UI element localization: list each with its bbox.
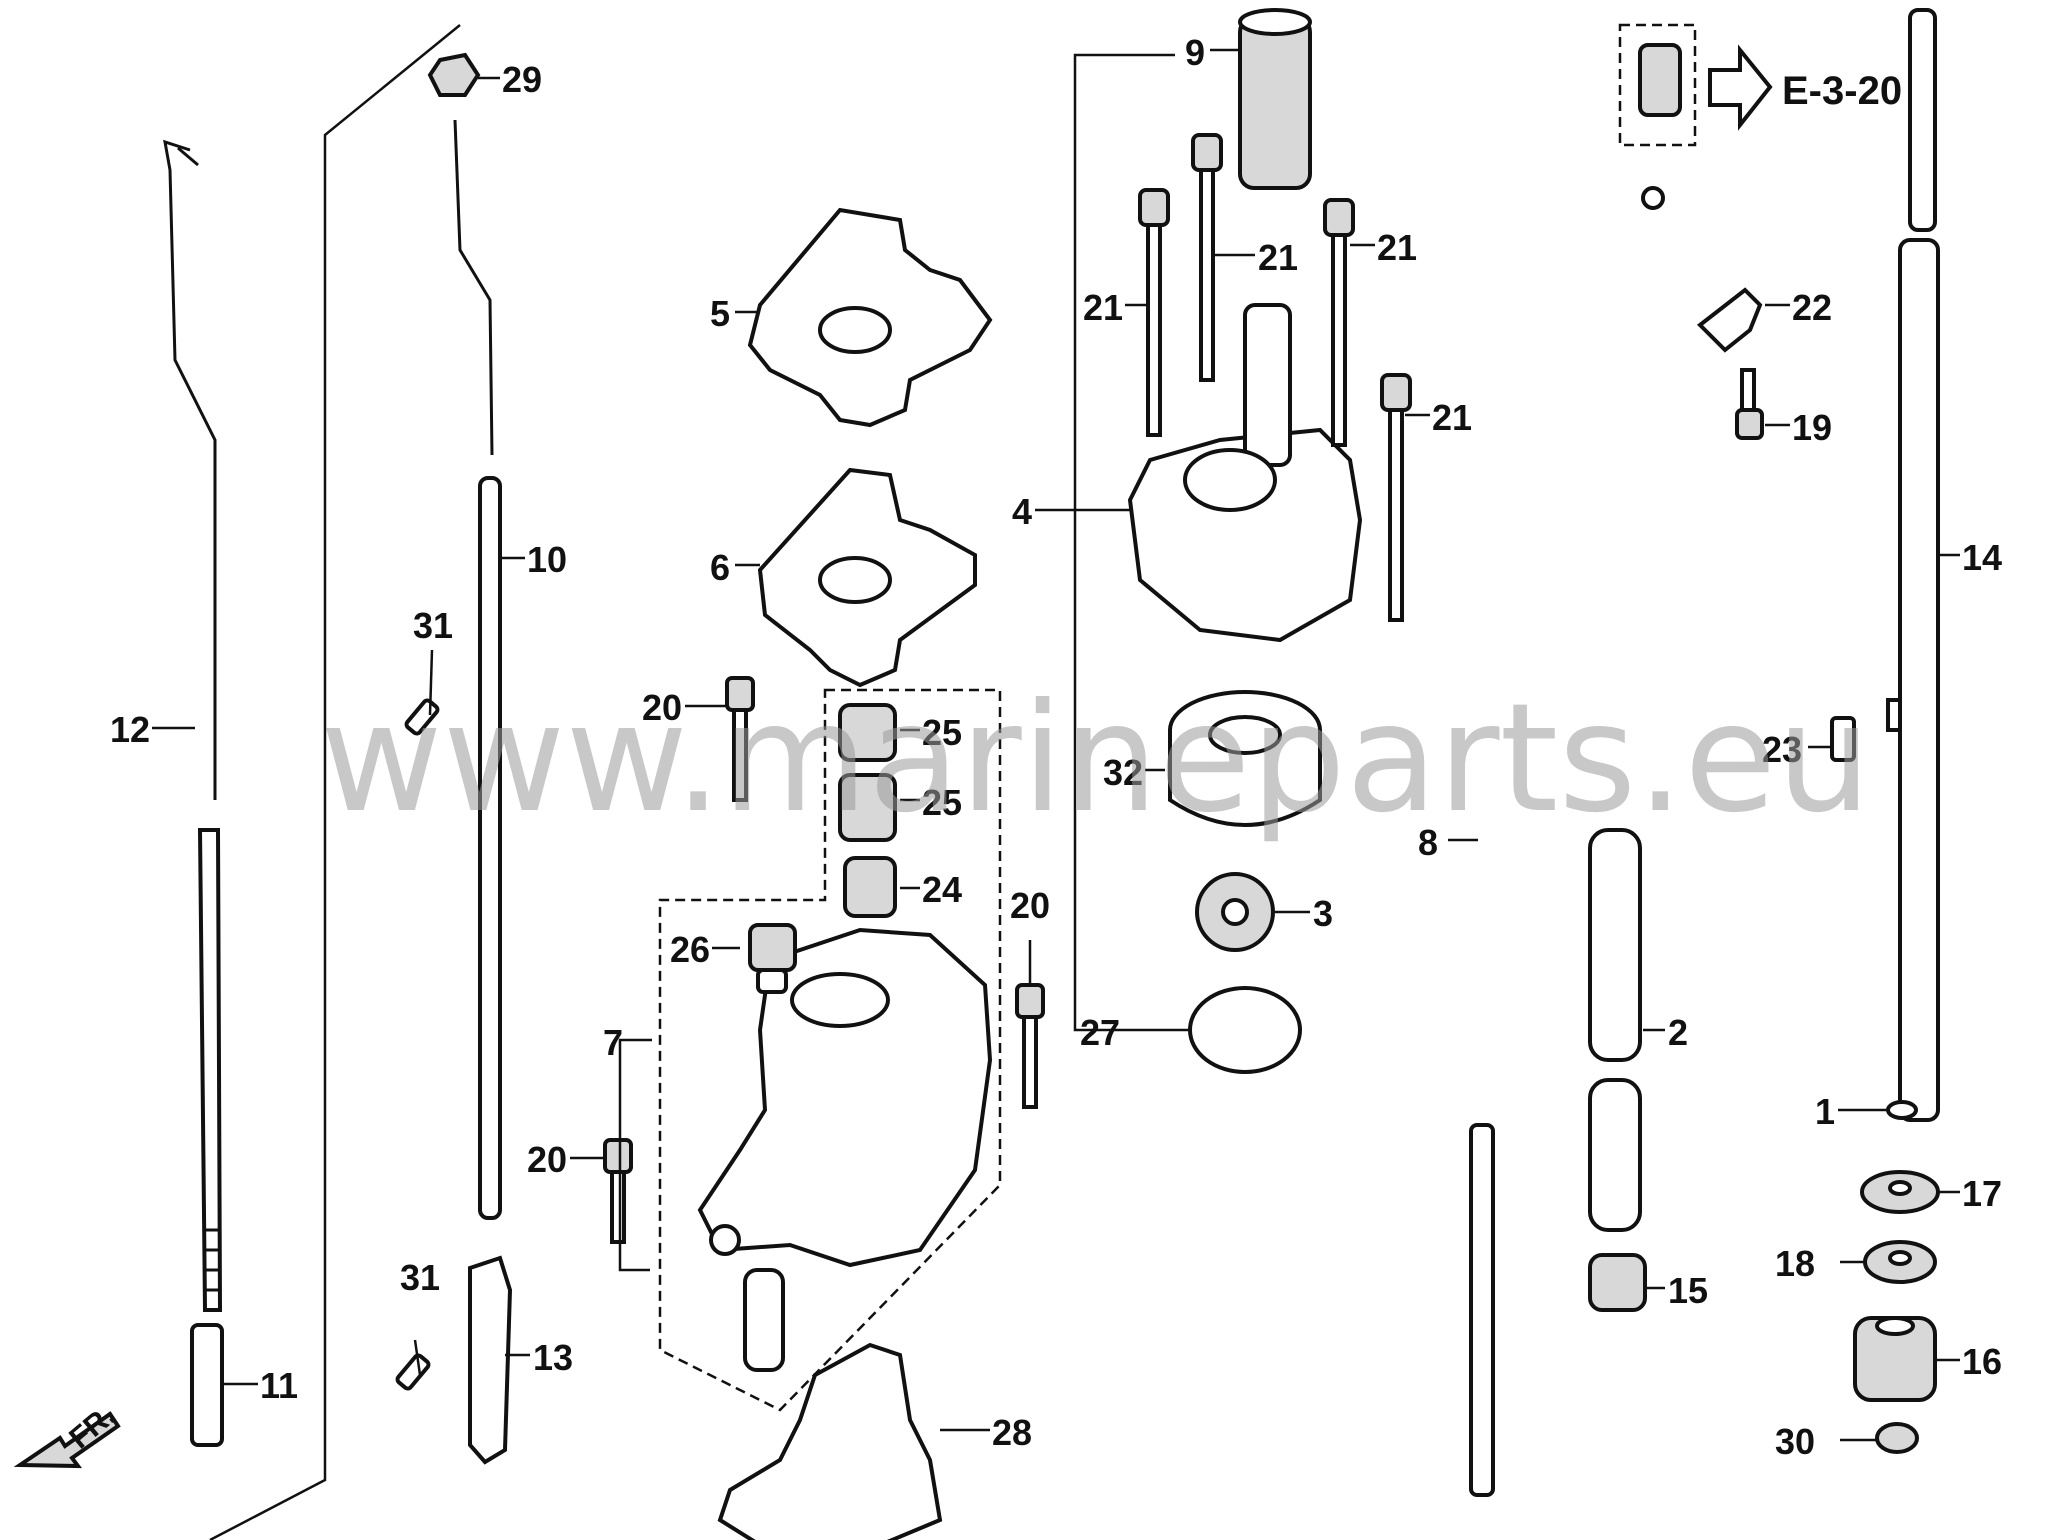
callout-3[interactable]: 3 — [1313, 893, 1333, 934]
part-7-pump-body — [697, 927, 993, 1372]
callout-31-b[interactable]: 31 — [400, 1257, 440, 1298]
group-box-pump — [658, 688, 1002, 1412]
part-25-bushing-b — [838, 773, 897, 842]
callout-8[interactable]: 8 — [1418, 822, 1438, 863]
callout-16[interactable]: 16 — [1962, 1341, 2002, 1382]
callout-11[interactable]: 11 — [260, 1365, 298, 1406]
leader-lines — [152, 48, 1960, 1442]
part-16-gear — [1853, 1316, 1937, 1402]
part-18-washer — [1863, 1240, 1937, 1284]
callout-21-c[interactable]: 21 — [1377, 227, 1417, 268]
part-31-pin-b — [395, 1353, 431, 1391]
part-14-shaft — [1886, 8, 1940, 1122]
part-11-sleeve — [190, 1323, 224, 1447]
part-2-tube — [1588, 828, 1642, 1232]
callout-17[interactable]: 17 — [1962, 1173, 2002, 1214]
callouts: 29 10 12 11 13 31 31 5 6 25 25 24 26 7 2… — [110, 32, 2002, 1462]
callout-1[interactable]: 1 — [1815, 1091, 1835, 1132]
callout-30[interactable]: 30 — [1775, 1421, 1815, 1462]
callout-18[interactable]: 18 — [1775, 1243, 1815, 1284]
callout-20-a[interactable]: 20 — [642, 687, 682, 728]
callout-2[interactable]: 2 — [1668, 1012, 1688, 1053]
callout-32[interactable]: 32 — [1103, 752, 1143, 793]
callout-20-b[interactable]: 20 — [1010, 885, 1050, 926]
part-26-gear — [748, 923, 797, 994]
callout-21-b[interactable]: 21 — [1258, 237, 1298, 278]
part-3-impeller — [1195, 872, 1275, 952]
part-28-gasket — [717, 1342, 943, 1540]
part-9-sleeve — [1238, 8, 1312, 190]
callout-21-a[interactable]: 21 — [1083, 287, 1123, 328]
part-32-housing-ring — [1168, 690, 1322, 827]
part-4-pump-housing — [1127, 303, 1363, 643]
callout-25-b[interactable]: 25 — [922, 782, 962, 823]
callout-15[interactable]: 15 — [1668, 1270, 1708, 1311]
part-22-clip — [1696, 287, 1763, 353]
part-21-bolts — [1138, 133, 1412, 622]
part-8-tube — [1469, 186, 1665, 1497]
callout-24[interactable]: 24 — [922, 869, 962, 910]
callout-22[interactable]: 22 — [1792, 287, 1832, 328]
callout-13[interactable]: 13 — [533, 1337, 573, 1378]
group-bracket-line — [209, 24, 461, 1540]
part-24-bushing — [843, 856, 897, 918]
callout-20-c[interactable]: 20 — [527, 1139, 567, 1180]
part-25-bushing-a — [838, 703, 897, 762]
callout-31-a[interactable]: 31 — [413, 605, 453, 646]
callout-28[interactable]: 28 — [992, 1412, 1032, 1453]
group-bracket-pump — [1073, 53, 1175, 1032]
callout-14[interactable]: 14 — [1962, 537, 2002, 578]
reference-label[interactable]: E-3-20 — [1782, 69, 1902, 113]
part-30-nut — [1875, 1422, 1919, 1454]
front-direction-arrow — [13, 1411, 121, 1469]
part-27-o-ring — [1188, 986, 1302, 1074]
part-17-washer — [1860, 1170, 1940, 1214]
part-19-bolt — [1735, 368, 1764, 440]
callout-6[interactable]: 6 — [710, 547, 730, 588]
callout-21-d[interactable]: 21 — [1432, 397, 1472, 438]
watermark: www.marineparts.eu — [320, 672, 1872, 846]
part-15-grommet — [1588, 1253, 1647, 1312]
callout-29[interactable]: 29 — [502, 59, 542, 100]
callout-23[interactable]: 23 — [1762, 729, 1802, 770]
callout-4[interactable]: 4 — [1012, 491, 1032, 532]
callout-12[interactable]: 12 — [110, 709, 150, 750]
part-10-rod — [453, 119, 502, 1220]
callout-9[interactable]: 9 — [1185, 32, 1205, 73]
callout-25-a[interactable]: 25 — [922, 712, 962, 753]
callout-27[interactable]: 27 — [1080, 1012, 1120, 1053]
part-13-bracket — [468, 1255, 513, 1465]
callout-19[interactable]: 19 — [1792, 407, 1832, 448]
part-12-rod — [163, 139, 223, 1312]
part-23-key — [1830, 716, 1856, 762]
callout-26[interactable]: 26 — [670, 929, 710, 970]
part-1-clip — [1886, 1100, 1918, 1120]
part-29-nut — [427, 52, 481, 97]
callout-7[interactable]: 7 — [603, 1022, 623, 1063]
callout-10[interactable]: 10 — [527, 539, 567, 580]
callout-5[interactable]: 5 — [710, 293, 730, 334]
reference-box — [1618, 23, 1773, 147]
